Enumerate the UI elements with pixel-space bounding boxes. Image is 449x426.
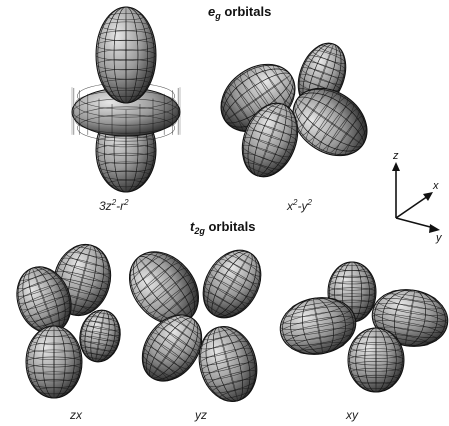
orbital-x2-y2-lobe-front-right bbox=[292, 87, 368, 157]
orbital-x2-y2-lobe-front-left bbox=[241, 102, 299, 178]
orbital-label-xy: xy bbox=[346, 408, 358, 422]
orbital-xy-lobe-front bbox=[347, 327, 405, 393]
orbital-yz-lobe-top-left bbox=[129, 251, 199, 325]
axis-label-x: x bbox=[432, 180, 439, 192]
axis-label-y: y bbox=[435, 232, 443, 244]
eg-orbitals-heading: eg orbitals bbox=[208, 4, 271, 21]
t2g-subscript: 2g bbox=[194, 226, 205, 236]
orbital-3z2-r2-torus bbox=[71, 82, 181, 142]
eg-subscript: g bbox=[215, 11, 221, 21]
axis-label-z: z bbox=[392, 150, 399, 162]
orbital-yz-lobe-top-right bbox=[202, 249, 262, 319]
orbital-yz-lobe-bottom-right bbox=[198, 326, 258, 402]
orbital-label-yz: yz bbox=[195, 408, 207, 422]
orbital-xy-lobe-left bbox=[279, 297, 357, 355]
t2g-symbol: t bbox=[190, 219, 195, 234]
eg-heading-text: orbitals bbox=[220, 4, 272, 19]
orbital-zx-lobe-right bbox=[79, 309, 121, 363]
orbital-label-zx: zx bbox=[70, 408, 82, 422]
orbital-3z2-r2-top-lobe bbox=[95, 6, 157, 104]
t2g-heading-text: orbitals bbox=[204, 219, 256, 234]
orbital-zx-lobe-bottom bbox=[25, 325, 83, 399]
orbital-label-3z2-r2: 3z2-r2 bbox=[99, 198, 129, 213]
coordinate-axes: z x y bbox=[392, 150, 443, 244]
t2g-orbitals-heading: t2g orbitals bbox=[190, 219, 255, 236]
orbital-label-x2-y2: x2-y2 bbox=[287, 198, 312, 213]
orbital-zx-lobe-left bbox=[16, 266, 72, 334]
eg-symbol: e bbox=[208, 4, 216, 19]
orbital-yz-lobe-bottom-left bbox=[141, 314, 203, 382]
